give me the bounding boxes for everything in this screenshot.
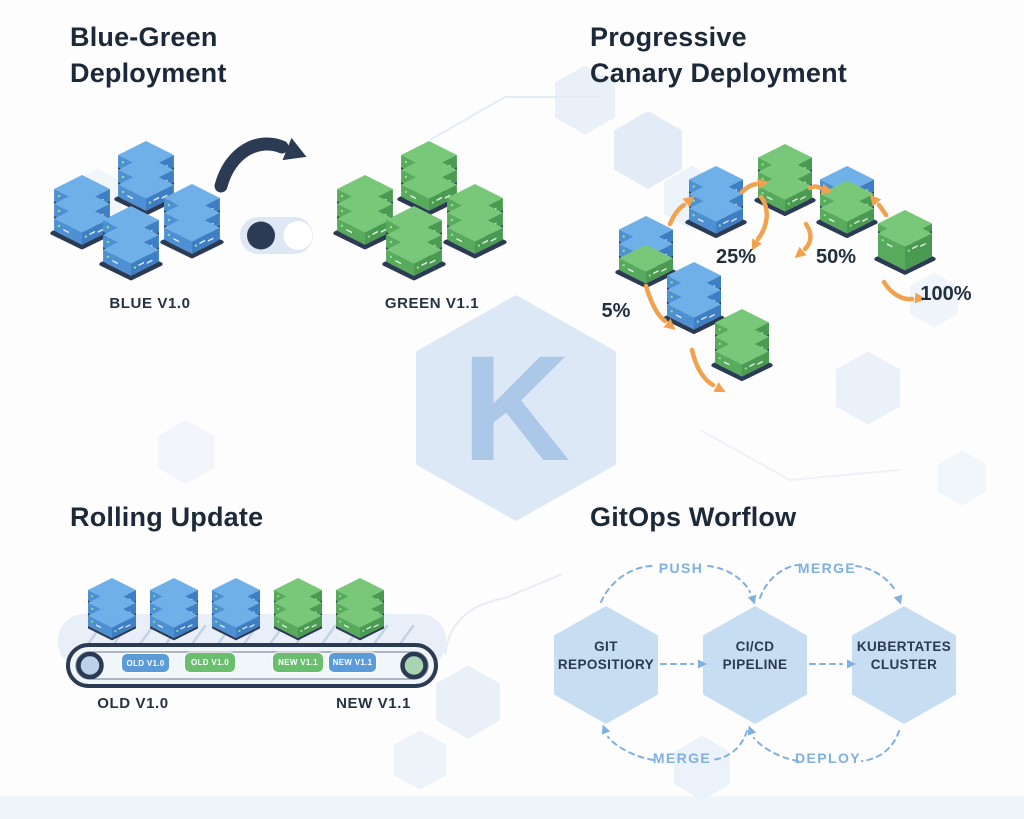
blue-green-title-line2: Deployment [70, 57, 227, 88]
canary-arrow-to-100 [881, 279, 926, 304]
server-stack [99, 206, 163, 281]
canary-percent-100: 100% [920, 283, 972, 305]
background-hexagon-deco [674, 735, 730, 801]
gitops-hexagon-node [852, 606, 956, 724]
kubernetes-hexagon-watermark [416, 295, 616, 521]
gitops-flow-merge-bottom-label: MERGE [652, 750, 712, 766]
gitops-flow-push-label: PUSH [658, 560, 704, 576]
server-stack [274, 578, 322, 641]
canary-arrow-down-2 [689, 347, 726, 393]
gitops-node-git-line1: GIT [594, 639, 618, 654]
conveyor-roller-left [76, 651, 104, 680]
gitops-node-cicd: CI/CD PIPELINE [695, 638, 815, 673]
blue-cluster [50, 141, 224, 281]
background-hexagon-deco [836, 351, 900, 425]
gitops-title: GitOps Worflow [590, 502, 797, 532]
canary-arrow-to-25 [751, 194, 769, 251]
canary-arrow-right-2 [807, 183, 833, 195]
gitops-node-cluster-line1: KUBERTATES [856, 639, 952, 654]
switchover-arrow-icon [214, 137, 307, 193]
kubernetes-k-watermark: K [461, 324, 571, 492]
blue-cluster-label: BLUE V1.0 [109, 295, 191, 312]
gitops-hexagon-node [554, 606, 658, 724]
gitops-flow-merge-top-label: MERGE [797, 560, 857, 576]
belt-badge-new-1: NEW V1.1 [273, 653, 323, 672]
canary-arrow-to-50 [794, 221, 813, 259]
canary-arrow-right-1 [739, 178, 769, 195]
conveyor-roller-right [400, 651, 428, 680]
canary-percent-5: 5% [601, 300, 631, 322]
canary-diagram [615, 144, 936, 393]
belt-badge-old-1: OLD V1.0 [122, 654, 169, 672]
background-hexagon-deco [158, 419, 214, 485]
green-cluster-label: GREEN V1.1 [384, 295, 480, 312]
server-stack [336, 578, 384, 641]
gitops-node-cicd-line2: PIPELINE [722, 656, 788, 672]
server-stack [874, 210, 936, 275]
canary-arrow-down-1 [643, 283, 676, 330]
server-stack [397, 141, 461, 216]
canary-title-line1: Progressive [590, 22, 747, 52]
server-stack [711, 309, 773, 382]
server-stack [88, 578, 136, 641]
canary-arrow-up-2 [869, 194, 889, 218]
gitops-flow-deploy-label: DEPLOY [795, 750, 861, 766]
rolling-old-label: OLD V1.0 [97, 695, 169, 712]
rolling-new-label: NEW V1.1 [336, 695, 411, 712]
rolling-update-conveyor [58, 578, 446, 688]
server-stack [663, 262, 725, 335]
server-stack [333, 175, 397, 250]
background-hexagon-deco [436, 665, 500, 739]
gitops-node-git-line2: REPOSITIORY [557, 656, 655, 672]
background-hexagon-deco [910, 272, 958, 328]
green-cluster [333, 141, 507, 281]
server-stack [212, 578, 260, 641]
background-hexagon-deco [614, 110, 682, 190]
toggle-switch-icon [240, 217, 313, 254]
server-stack [754, 144, 816, 217]
canary-title: Progressive Canary Deployment [590, 20, 1010, 91]
server-stack [816, 166, 878, 239]
blue-green-title-line1: Blue-Green [70, 22, 218, 52]
server-stack [382, 206, 446, 281]
gitops-diagram [554, 564, 956, 762]
server-stack [685, 166, 747, 239]
server-stack [443, 184, 507, 259]
canary-arrow-up-1 [667, 196, 695, 227]
canary-percent-50: 50% [815, 246, 857, 268]
gitops-hexagon-node [703, 606, 807, 724]
canary-title-line2: Canary Deployment [590, 57, 847, 88]
gitops-node-cluster-line2: CLUSTER [870, 656, 938, 672]
background-hexagon-deco [394, 730, 446, 790]
rolling-update-title: Rolling Update [70, 502, 264, 532]
belt-badge-new-2: NEW V1.1 [329, 653, 376, 672]
belt-badge-old-2: OLD V1.0 [185, 653, 235, 672]
gitops-node-cluster: KUBERTATES CLUSTER [844, 638, 964, 673]
server-stack [150, 578, 198, 641]
gitops-node-git: GIT REPOSITIORY [546, 638, 666, 673]
server-stack [50, 175, 114, 250]
server-stack [114, 141, 178, 216]
background-hexagon-deco [555, 65, 615, 135]
canary-percent-25: 25% [715, 246, 757, 268]
server-stack [160, 184, 224, 259]
background-hexagon-deco [938, 450, 986, 506]
server-stack [615, 216, 677, 289]
blue-green-title: Blue-Green Deployment [70, 20, 370, 91]
gitops-node-cicd-line1: CI/CD [735, 639, 775, 654]
